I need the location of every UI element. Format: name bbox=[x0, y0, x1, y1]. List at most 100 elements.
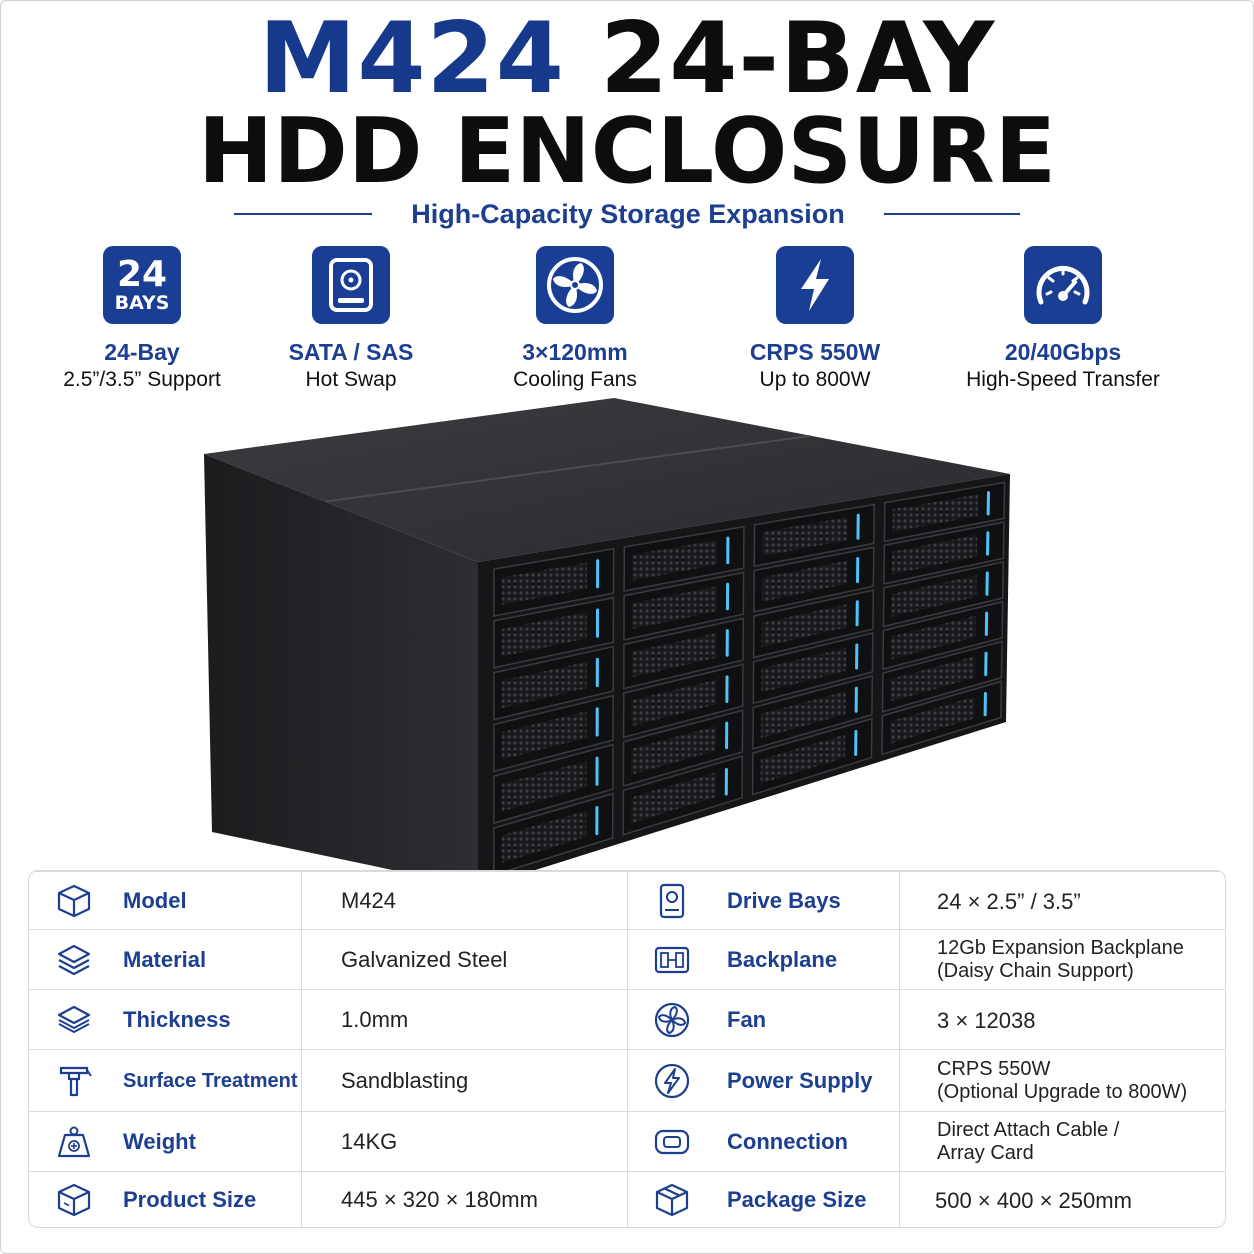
tray-mesh bbox=[890, 696, 975, 744]
sandblaster-icon bbox=[29, 1050, 119, 1112]
spec-value-line2: (Daisy Chain Support) bbox=[937, 960, 1134, 982]
tray-mesh bbox=[501, 661, 587, 708]
tray-mesh bbox=[631, 586, 718, 630]
feature-subtitle: 2.5”/3.5” Support bbox=[63, 368, 221, 391]
feature-title: SATA / SAS bbox=[288, 339, 414, 365]
layers-icon bbox=[29, 930, 119, 990]
bays-badge-text: BAYS bbox=[114, 292, 170, 314]
spec-label: Connection bbox=[727, 1129, 848, 1154]
spec-label: Package Size bbox=[727, 1187, 867, 1212]
subtitle-rule-right bbox=[884, 213, 1020, 215]
subtitle: High-Capacity Storage Expansion bbox=[411, 199, 845, 229]
tray-mesh bbox=[631, 726, 717, 775]
power-icon bbox=[627, 1050, 717, 1112]
feature-title: 3×120mm bbox=[522, 339, 628, 365]
spec-label: Product Size bbox=[123, 1187, 257, 1212]
tray-mesh bbox=[891, 615, 977, 660]
spec-value: Direct Attach Cable / Array Card bbox=[937, 1112, 1223, 1172]
spec-value: 500 × 400 × 250mm bbox=[935, 1187, 1132, 1213]
spec-value: 1.0mm bbox=[341, 1007, 409, 1032]
subtitle-row: High-Capacity Storage Expansion bbox=[0, 196, 1254, 232]
feature-subtitle: Cooling Fans bbox=[513, 368, 637, 391]
title-model: M424 bbox=[258, 2, 565, 116]
hard-drive-icon bbox=[312, 246, 390, 324]
subtitle-rule-left bbox=[234, 213, 372, 215]
backplane-icon bbox=[627, 930, 717, 990]
spec-value: 3 × 12038 bbox=[937, 1007, 1036, 1033]
spec-label: Backplane bbox=[727, 947, 838, 972]
feature-cooling: 3×120mm Cooling Fans bbox=[450, 246, 700, 394]
spec-value-line1: 12Gb Expansion Backplane bbox=[937, 937, 1184, 959]
spec-value-line1: CRPS 550W bbox=[937, 1058, 1051, 1080]
tray-mesh bbox=[891, 575, 977, 617]
feature-subtitle: Up to 800W bbox=[759, 368, 871, 391]
tray-mesh bbox=[631, 632, 717, 678]
tray-mesh bbox=[761, 647, 847, 693]
bays-badge-icon: 24 BAYS bbox=[103, 246, 181, 324]
tray-mesh bbox=[631, 679, 717, 727]
lightning-icon bbox=[776, 246, 854, 324]
speedometer-icon bbox=[1024, 246, 1102, 324]
fan-small-icon bbox=[627, 990, 717, 1050]
bays-badge-number: 24 bbox=[116, 254, 168, 295]
feature-title: CRPS 550W bbox=[749, 339, 881, 365]
spec-value-line2: Array Card bbox=[937, 1142, 1034, 1164]
box-icon bbox=[29, 872, 119, 930]
spec-value-line2: (Optional Upgrade to 800W) bbox=[937, 1081, 1188, 1103]
spec-label: Thickness bbox=[123, 1007, 231, 1032]
spec-label: Drive Bays bbox=[727, 888, 841, 913]
table-row: Weight 14KG Connection Direct Attach Cab… bbox=[29, 1111, 1225, 1172]
spec-table: Model M424 Drive Bays 24 × 2.5” / 3.5” M… bbox=[28, 870, 1226, 1228]
feature-subtitle: High-Speed Transfer bbox=[966, 368, 1160, 391]
tray-mesh bbox=[892, 534, 978, 575]
spec-value: 14KG bbox=[341, 1129, 398, 1154]
fan-icon bbox=[536, 246, 614, 324]
title-product-type: HDD ENCLOSURE bbox=[197, 99, 1057, 204]
spec-value-line1: Direct Attach Cable / bbox=[937, 1119, 1120, 1141]
tray-mesh bbox=[501, 810, 587, 863]
feature-interface: SATA / SAS Hot Swap bbox=[226, 246, 476, 394]
spec-label: Material bbox=[123, 947, 207, 972]
table-row: Product Size 445 × 320 × 180mm Package S… bbox=[29, 1171, 1225, 1227]
feature-bays: 24 BAYS 24-Bay 2.5”/3.5” Support bbox=[17, 246, 267, 394]
table-row: Material Galvanized Steel Backplane 12Gb… bbox=[29, 929, 1225, 990]
title-bay-count: 24-BAY bbox=[600, 2, 996, 116]
tray-mesh bbox=[501, 562, 588, 605]
tray-mesh bbox=[762, 517, 848, 557]
table-row: Model M424 Drive Bays 24 × 2.5” / 3.5” bbox=[29, 871, 1225, 930]
spec-label: Power Supply bbox=[727, 1068, 873, 1093]
tray-mesh bbox=[761, 560, 848, 602]
cube-icon bbox=[29, 1172, 119, 1227]
spec-label: Weight bbox=[123, 1129, 196, 1154]
spec-value: 12Gb Expansion Backplane (Daisy Chain Su… bbox=[937, 930, 1223, 990]
spec-value: M424 bbox=[341, 888, 397, 913]
spec-value: 24 × 2.5” / 3.5” bbox=[937, 888, 1081, 914]
spec-value: Galvanized Steel bbox=[341, 947, 508, 972]
enclosure-product-image bbox=[204, 398, 1010, 888]
tray-mesh bbox=[890, 656, 976, 702]
tray-mesh bbox=[501, 760, 587, 812]
feature-subtitle: Hot Swap bbox=[305, 368, 397, 391]
feature-title: 20/40Gbps bbox=[1004, 339, 1122, 365]
spec-label: Model bbox=[123, 888, 187, 913]
tray-mesh bbox=[760, 734, 846, 784]
feature-title: 24-Bay bbox=[104, 339, 180, 365]
spec-value: 445 × 320 × 180mm bbox=[341, 1187, 538, 1212]
tray-mesh bbox=[631, 772, 716, 824]
spec-value: Sandblasting bbox=[341, 1068, 469, 1093]
tray-mesh bbox=[501, 612, 587, 657]
drive-icon bbox=[627, 872, 717, 930]
page-title: M424 24-BAY bbox=[0, 4, 1254, 114]
table-row: Thickness 1.0mm Fan 3 × 12038 bbox=[29, 989, 1225, 1050]
feature-speed: 20/40Gbps High-Speed Transfer bbox=[938, 246, 1188, 394]
tray-mesh bbox=[501, 711, 587, 760]
sheets-icon bbox=[29, 990, 119, 1050]
spec-label: Fan bbox=[727, 1007, 767, 1032]
connector-icon bbox=[627, 1112, 717, 1172]
package-icon bbox=[627, 1172, 717, 1227]
feature-power: CRPS 550W Up to 800W bbox=[690, 246, 940, 394]
table-row: Surface Treatment Sandblasting Power Sup… bbox=[29, 1049, 1225, 1112]
tray-mesh bbox=[760, 691, 846, 739]
tray-mesh bbox=[632, 539, 718, 581]
tray-mesh bbox=[761, 604, 847, 648]
